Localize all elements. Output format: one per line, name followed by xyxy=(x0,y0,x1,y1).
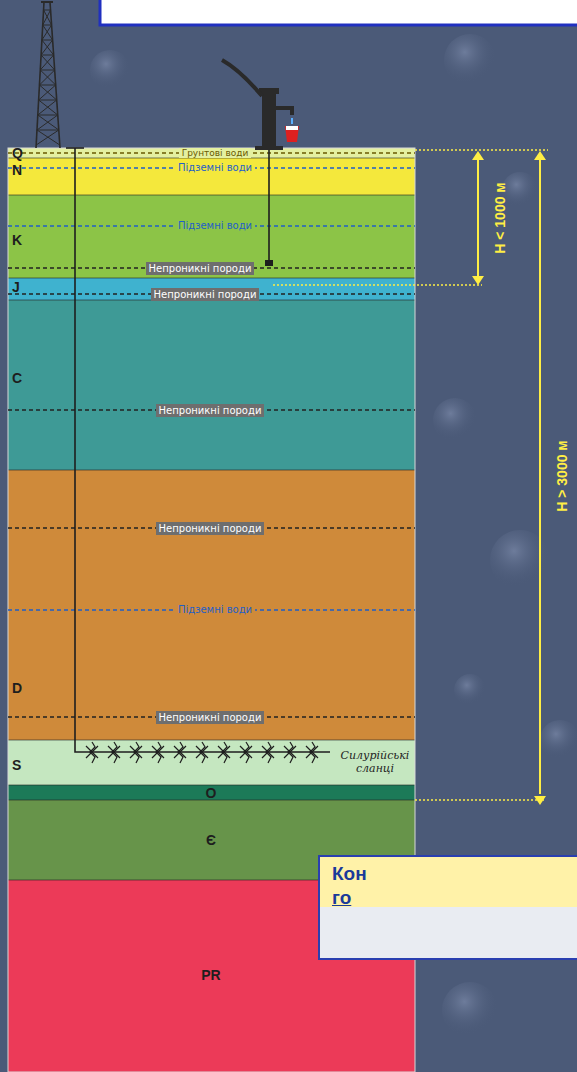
layer-label: Підземні води xyxy=(175,604,255,616)
period-index: PR xyxy=(201,967,220,983)
period-index: Є xyxy=(206,832,216,848)
depth-dimensions xyxy=(273,150,548,805)
layer-label: Непроникні породи xyxy=(156,404,265,417)
stratum-band: Непроникні породиПідземні водиDНепроникн… xyxy=(8,470,415,740)
period-index: S xyxy=(12,757,21,773)
stratum-band: S Силурійські сланці xyxy=(8,740,415,785)
well-pipe xyxy=(66,148,330,763)
period-index: J xyxy=(12,279,20,295)
stratum-band: O xyxy=(8,785,415,800)
layer-label: Непроникні породи xyxy=(146,262,255,275)
layer-label: Силурійські сланці xyxy=(336,749,414,775)
layer-label: Грунтові води xyxy=(179,148,252,158)
stratum-band: N Підземні води xyxy=(8,158,415,195)
depth-label: H < 1000 м xyxy=(492,182,508,253)
layer-label: Непроникні породи xyxy=(156,522,265,535)
period-index: C xyxy=(12,370,22,386)
title-frame xyxy=(100,0,577,25)
layer-label: Підземні води xyxy=(175,220,255,232)
period-index: O xyxy=(206,785,217,801)
period-index: N xyxy=(12,162,22,178)
stratum-band: C Непроникні породи xyxy=(8,300,415,470)
drilling-rig xyxy=(36,2,60,148)
conclusion-box: Конго xyxy=(318,855,577,960)
period-index: K xyxy=(12,232,22,248)
box-heading: го xyxy=(332,887,351,909)
box-heading: Кон xyxy=(332,863,367,885)
period-index: Q xyxy=(12,145,23,161)
stratum-band: K Підземні водиНепроникні породи xyxy=(8,195,415,278)
period-index: D xyxy=(12,680,22,696)
stratum-band: J Непроникні породи xyxy=(8,278,415,300)
stratum-band: Q Грунтові води xyxy=(8,148,415,158)
layer-label: Непроникні породи xyxy=(151,288,260,301)
layer-label: Непроникні породи xyxy=(156,711,265,724)
depth-label: H > 3000 м xyxy=(554,440,570,511)
layer-label: Підземні води xyxy=(175,162,255,174)
